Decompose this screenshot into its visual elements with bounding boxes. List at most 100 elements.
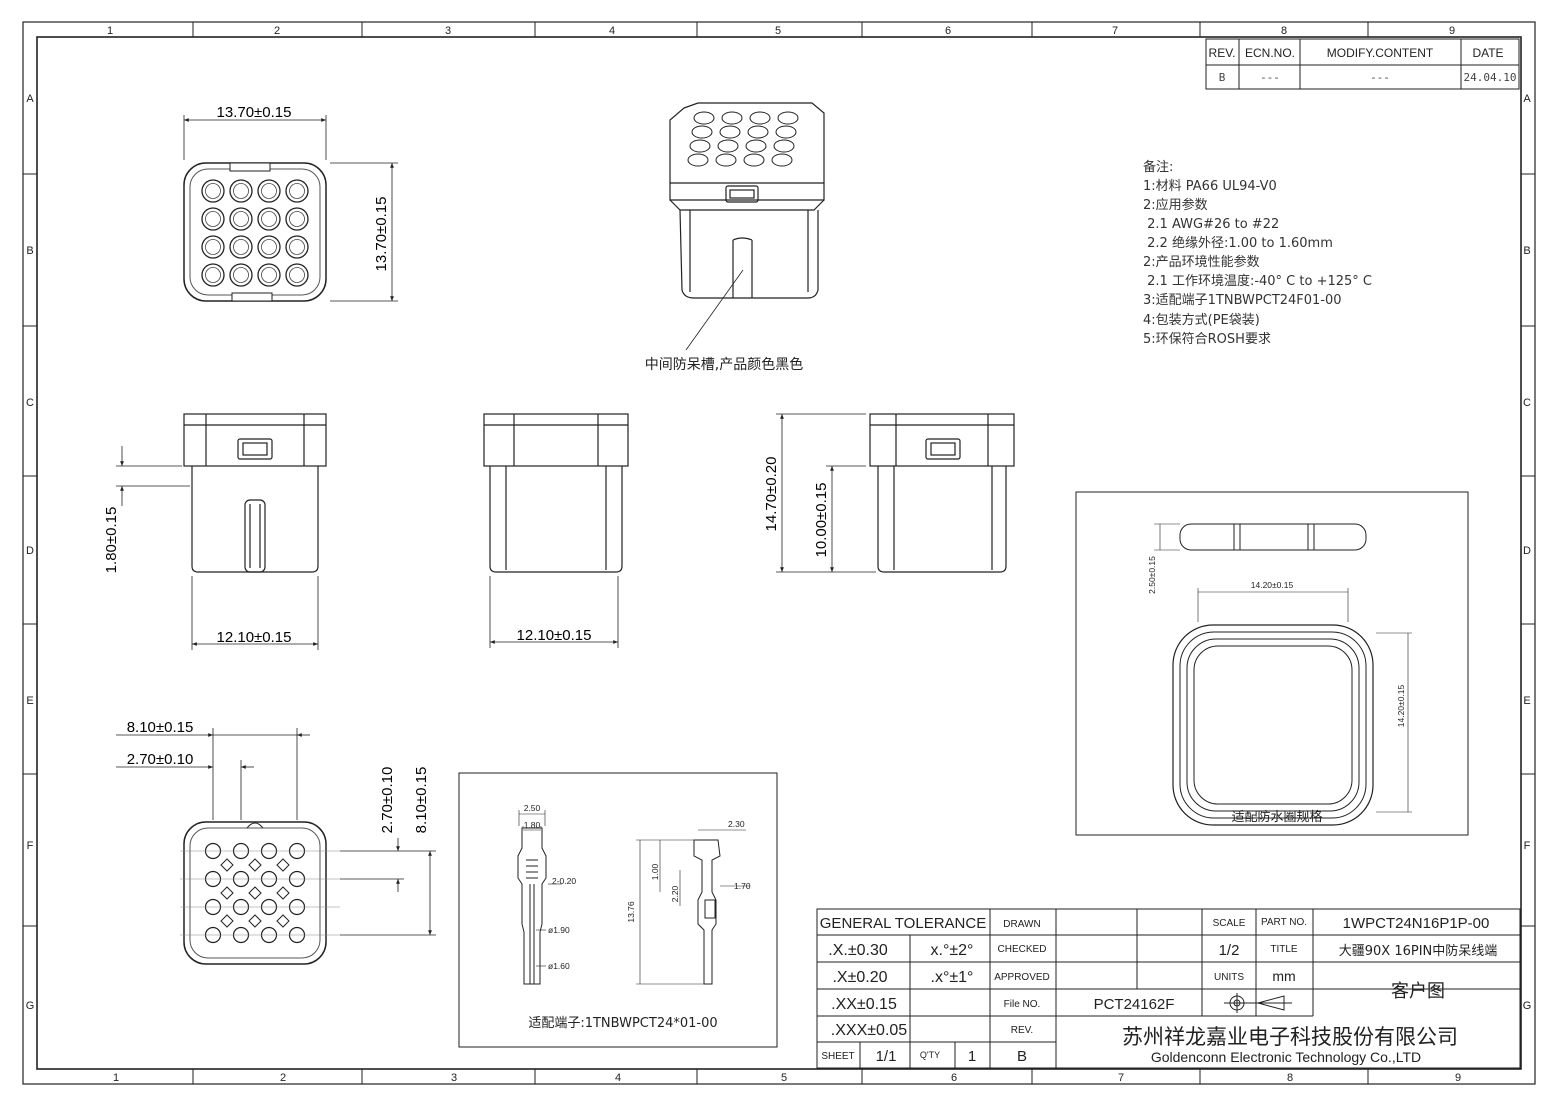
zone-marks [23,22,1535,1084]
pin-hole [693,111,715,125]
pin-hole [775,125,797,139]
pin-hole [749,111,771,125]
pin-hole [743,153,765,167]
scale-value: 1/2 [1219,942,1240,959]
pin-hole [687,153,709,167]
side-view: 14.70±0.20 10.00±0.15 [763,413,1015,573]
note-line-3: 2.1 AWG#26 to #22 [1143,217,1279,232]
top-view: 13.70±0.15 13.70±0.15 [183,104,398,302]
zone-row-right: F [1524,840,1531,852]
front-view: 1.80±0.15 12.10±0.15 [103,413,327,650]
drawn-label: DRAWN [1003,919,1040,930]
dim-bottom-pitch-total: 8.10±0.15 [127,719,194,736]
note-line-4: 2.2 绝缘外径:1.00 to 1.60mm [1143,235,1333,251]
zone-row-right: A [1523,93,1531,105]
dim-bottom-pitch: 2.70±0.10 [127,751,194,768]
zone-col-top: 7 [1112,25,1118,37]
zone-row-right: E [1523,695,1530,707]
pin-hole [747,125,769,139]
zone-col-top: 9 [1449,25,1455,37]
pin-hole [285,263,309,287]
title-block: GENERAL TOLERANCE .X.±0.30 .X±0.20 .XX±0… [816,908,1521,1069]
dim-front-width: 12.10±0.15 [217,629,292,646]
pin-hole [773,139,795,153]
pin-hole [691,125,713,139]
rev-header-date: DATE [1472,46,1503,60]
zone-col-bottom: 7 [1118,1072,1124,1084]
ecn-value: --- [1260,71,1280,84]
pin-hole [201,179,225,203]
drawing-title: 大疆90X 16PIN中防呆线端 [1339,943,1498,959]
approved-label: APPROVED [994,972,1050,983]
iso-pin-holes [687,111,799,167]
sheet-value: 1/1 [876,1048,897,1065]
seal-dim-width: 14.20±0.15 [1251,580,1294,590]
tol-xxx: .XXX±0.05 [831,1022,907,1039]
zone-row-left: B [26,245,33,257]
pin-hole [229,207,253,231]
zone-row-right: C [1523,397,1531,409]
dim-side-height-total: 14.70±0.20 [763,457,780,532]
term-dim-2-30: 2.30 [728,819,745,829]
pin-hole [257,179,281,203]
rev-header-ecn: ECN.NO. [1245,46,1295,60]
rev-value-block: B [1017,1048,1027,1065]
dim-top-height: 13.70±0.15 [373,197,390,272]
units-value: mm [1272,968,1295,984]
pin-hole [777,111,799,125]
scale-label: SCALE [1213,918,1246,929]
angle-tol-2: .x°±1° [931,969,974,986]
note-line-1: 1:材料 PA66 UL94-V0 [1143,179,1277,194]
term-dim-1-80: 1.80 [524,820,541,830]
zone-row-right: G [1523,1000,1532,1012]
pin-hole [717,139,739,153]
pin-hole [715,153,737,167]
term-dim-2-50: 2.50 [524,803,541,813]
customer-drawing: 客户图 [1391,981,1445,1002]
pin-hole [229,179,253,203]
zone-col-bottom: 4 [615,1072,621,1084]
pin-hole [721,111,743,125]
note-line-7: 3:适配端子1TNBWPCT24F01-00 [1143,293,1342,308]
zone-col-top: 1 [107,25,113,37]
dim-bottom-pitch-v: 2.70±0.10 [379,767,396,834]
zone-col-bottom: 5 [781,1072,787,1084]
seal-dim-thickness: 2.50±0.15 [1147,556,1157,594]
rev-value: B [1219,71,1226,84]
term-dim-2-0-20: 2-0.20 [552,876,576,886]
revision-table: REV. ECN.NO. MODIFY.CONTENT DATE B --- -… [1205,38,1520,90]
term-dim-1-00: 1.00 [650,863,660,880]
pin-hole [771,153,793,167]
notes-block: 备注: 1:材料 PA66 UL94-V0 2:应用参数 2.1 AWG#26 … [1143,159,1372,347]
zone-row-left: D [26,545,34,557]
zone-row-left: C [26,397,34,409]
zone-col-top: 3 [445,25,451,37]
sheet-label: SHEET [821,1051,854,1062]
zone-col-top: 4 [609,25,615,37]
sheet-frame [22,21,1536,1085]
zone-col-bottom: 9 [1455,1072,1461,1084]
title-label: TITLE [1270,944,1298,955]
part-no-value: 1WPCT24N16P1P-00 [1343,915,1490,932]
note-line-2: 2:应用参数 [1143,197,1208,213]
note-line-5: 2:产品环境性能参数 [1143,254,1260,270]
projection-symbol-icon [1224,993,1292,1013]
angle-tol-1: x.°±2° [931,942,974,959]
terminal-caption: 适配端子:1TNBWPCT24*01-00 [528,1016,717,1031]
units-label: UNITS [1214,972,1244,983]
zone-col-bottom: 3 [451,1072,457,1084]
pin-hole [719,125,741,139]
checked-label: CHECKED [998,944,1047,955]
qty-value: 1 [968,1048,976,1065]
pin-hole [201,235,225,259]
pin-hole [689,139,711,153]
dim-side-height-body: 10.00±0.15 [813,483,830,558]
pin-hole [285,235,309,259]
pin-hole [285,179,309,203]
zone-row-right: D [1523,545,1531,557]
bottom-view: 8.10±0.15 2.70±0.10 2.70±0.10 8.10±0.15 [116,719,436,965]
pin-hole [745,139,767,153]
general-tolerance: GENERAL TOLERANCE [820,915,986,932]
zone-row-left: F [27,840,34,852]
